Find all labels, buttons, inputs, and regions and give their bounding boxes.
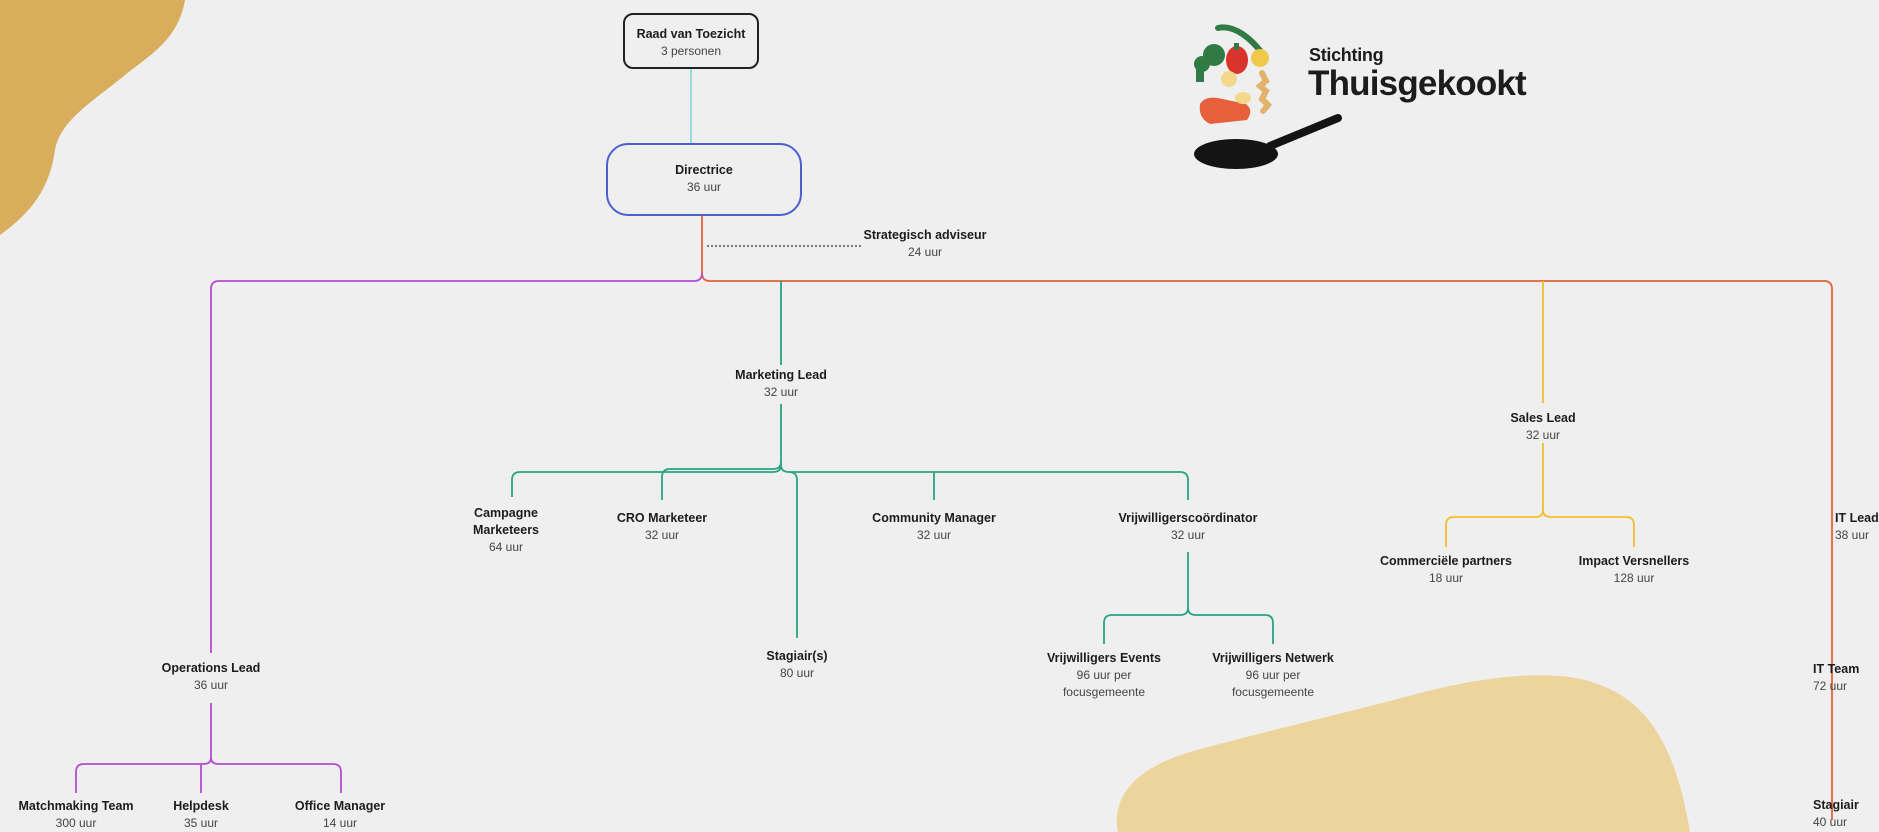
node-hours: 72 uur — [1813, 679, 1848, 693]
node-name: Commerciële partners — [1379, 554, 1513, 568]
node-strategisch-adviseur[interactable]: Strategisch adviseur 24 uur — [864, 227, 987, 261]
node-cro-marketeer[interactable]: CRO Marketeer 32 uur — [617, 510, 707, 544]
node-hours-line2: focusgemeente — [1062, 685, 1146, 699]
node-vrijwilligerscoordinator[interactable]: Vrijwilligerscoördinator 32 uur — [1119, 510, 1258, 544]
node-name: Vrijwilligers Netwerk — [1212, 651, 1334, 665]
line-operations — [210, 272, 703, 653]
logo-illustration — [1194, 24, 1342, 169]
node-marketing-lead[interactable]: Marketing Lead 32 uur — [735, 367, 827, 401]
node-sales-lead[interactable]: Sales Lead 32 uur — [1510, 410, 1575, 444]
node-hours-line2: focusgemeente — [1231, 685, 1315, 699]
node-name: IT Lead — [1835, 511, 1879, 525]
node-office-manager[interactable]: Office Manager 14 uur — [295, 798, 385, 832]
node-name: Sales Lead — [1510, 411, 1576, 425]
node-name: Raad van Toezicht — [636, 27, 746, 41]
node-hours: 38 uur — [1835, 528, 1870, 542]
node-hours: 24 uur — [907, 245, 943, 259]
node-name: Vrijwilligers Events — [1047, 651, 1161, 665]
node-hours: 128 uur — [1613, 571, 1655, 585]
node-hours: 96 uur per — [1076, 668, 1132, 682]
node-name: Directrice — [675, 163, 733, 177]
node-hours: 96 uur per — [1245, 668, 1301, 682]
decor-blob-topleft — [0, 0, 185, 235]
node-hours: 32 uur — [1525, 428, 1561, 442]
node-name: Office Manager — [294, 799, 386, 813]
node-hours: 64 uur — [488, 540, 524, 554]
node-it-stagiair[interactable]: Stagiair 40 uur — [1813, 797, 1859, 831]
node-name: CRO Marketeer — [616, 511, 708, 525]
line-marketing-branch — [511, 461, 1189, 638]
node-hours: 35 uur — [183, 816, 219, 830]
node-name: Impact Versnellers — [1578, 554, 1690, 568]
line-vrijwilligers — [1103, 552, 1274, 644]
node-hours: 14 uur — [322, 816, 358, 830]
node-hours: 36 uur — [193, 678, 229, 692]
node-directrice[interactable]: Directrice 36 uur — [606, 143, 802, 216]
node-hours: 300 uur — [55, 816, 97, 830]
node-it-team[interactable]: IT Team 72 uur — [1813, 661, 1859, 695]
node-hours: 40 uur — [1813, 815, 1848, 829]
logo-thuisgekookt: Thuisgekookt — [1308, 64, 1527, 103]
node-name: Community Manager — [872, 511, 996, 525]
decor-blob-bottom — [1116, 675, 1690, 832]
node-name: Stagiair — [1813, 798, 1859, 812]
logo-stichting: Stichting — [1309, 45, 1384, 65]
line-sales-branch — [1445, 443, 1635, 547]
node-matchmaking-team[interactable]: Matchmaking Team 300 uur — [18, 798, 133, 832]
node-name-line2: Marketeers — [472, 523, 540, 537]
node-name: Stagiair(s) — [766, 649, 828, 663]
node-stagiairs[interactable]: Stagiair(s) 80 uur — [766, 648, 827, 682]
node-commerciele-partners[interactable]: Commerciële partners 18 uur — [1380, 553, 1512, 587]
node-name: Vrijwilligerscoördinator — [1118, 511, 1258, 525]
node-hours: 32 uur — [763, 385, 799, 399]
node-hours: 80 uur — [779, 666, 815, 680]
line-operations-branch — [75, 757, 342, 793]
node-impact-versnellers[interactable]: Impact Versnellers 128 uur — [1579, 553, 1689, 587]
node-name: Matchmaking Team — [18, 799, 134, 813]
node-vrijwilligers-events[interactable]: Vrijwilligers Events 96 uur per focusgem… — [1047, 650, 1161, 701]
node-name: Operations Lead — [161, 661, 261, 675]
node-raad-van-toezicht[interactable]: Raad van Toezicht 3 personen — [623, 13, 759, 69]
node-name: IT Team — [1813, 662, 1860, 676]
node-hours: 32 uur — [916, 528, 952, 542]
node-campagne-marketeers[interactable]: Campagne Marketeers 64 uur — [473, 505, 539, 556]
node-hours: 18 uur — [1428, 571, 1464, 585]
node-name: Marketing Lead — [735, 368, 827, 382]
node-operations-lead[interactable]: Operations Lead 36 uur — [162, 660, 261, 694]
node-name: Helpdesk — [173, 799, 229, 813]
node-vrijwilligers-netwerk[interactable]: Vrijwilligers Netwerk 96 uur per focusge… — [1212, 650, 1334, 701]
node-hours: 32 uur — [644, 528, 680, 542]
node-hours: 32 uur — [1170, 528, 1206, 542]
node-hours: 36 uur — [686, 180, 722, 194]
node-name: Strategisch adviseur — [863, 228, 987, 242]
node-name: Campagne — [474, 506, 538, 520]
node-helpdesk[interactable]: Helpdesk 35 uur — [173, 798, 229, 832]
node-community-manager[interactable]: Community Manager 32 uur — [872, 510, 996, 544]
node-it-lead[interactable]: IT Lead 38 uur — [1835, 510, 1879, 544]
node-hours: 3 personen — [660, 44, 722, 58]
